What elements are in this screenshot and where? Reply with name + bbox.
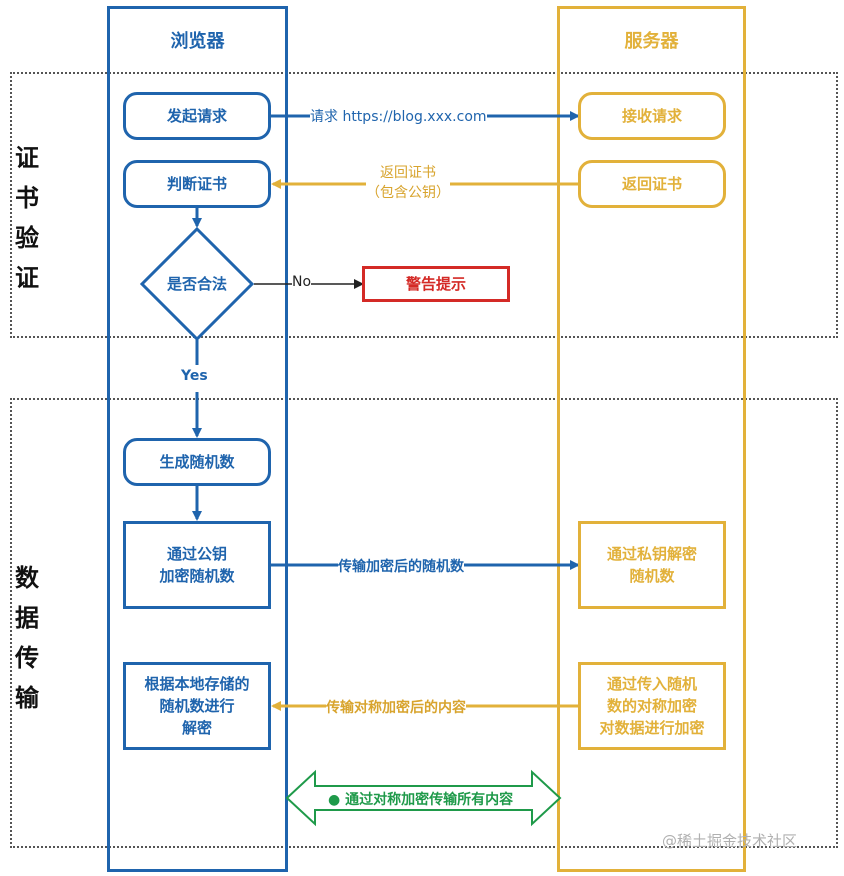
symmetric-encrypt-text: 通过传入随机 bbox=[606, 675, 697, 693]
cert-label-char: 验 bbox=[15, 224, 39, 252]
privkey-decrypt-node: 通过私钥解密 随机数 bbox=[578, 521, 726, 609]
symmetric-encrypt-text: 对数据进行加密 bbox=[599, 719, 705, 737]
browser-lane-title: 浏览器 bbox=[170, 31, 225, 52]
watermark: @稀土掘金技术社区 bbox=[662, 832, 798, 850]
yes-label: Yes bbox=[181, 368, 208, 384]
symmetric-encrypt-text: 数的对称加密 bbox=[606, 697, 697, 715]
decrypt-text: 随机数进行 bbox=[159, 697, 235, 715]
cert-label-char: 证 bbox=[15, 144, 39, 172]
no-label: No bbox=[292, 274, 312, 290]
browser-lane: 浏览器 bbox=[107, 6, 288, 872]
receive-request-node: 接收请求 bbox=[578, 92, 726, 140]
encrypt-random-text: 加密随机数 bbox=[159, 567, 235, 585]
alert-node: 警告提示 bbox=[362, 266, 510, 302]
cert-label-char: 证 bbox=[15, 264, 39, 292]
decrypt-text: 解密 bbox=[181, 719, 212, 737]
server-lane-title: 服务器 bbox=[624, 31, 679, 52]
send-request-node: 发起请求 bbox=[123, 92, 271, 140]
request-label: 请求 https://blog.xxx.com bbox=[310, 106, 487, 126]
data-label-char: 据 bbox=[15, 604, 39, 632]
return-cert-label: 返回证书 （包含公钥） bbox=[366, 163, 450, 203]
symmetric-encrypt-node: 通过传入随机 数的对称加密 对数据进行加密 bbox=[578, 662, 726, 750]
data-label-char: 传 bbox=[15, 644, 39, 672]
symmetric-double-arrow bbox=[285, 769, 562, 827]
return-cert-node: 返回证书 bbox=[578, 160, 726, 208]
return-cert-label-line: 返回证书 bbox=[380, 165, 436, 181]
cert-label-char: 书 bbox=[15, 184, 39, 212]
data-section-label: 数 据 传 输 bbox=[10, 558, 44, 718]
send-content-label: 传输对称加密后的内容 bbox=[326, 697, 466, 717]
cert-verification-section bbox=[10, 72, 838, 338]
decrypt-node: 根据本地存储的 随机数进行 解密 bbox=[123, 662, 271, 750]
symmetric-all-label: ● 通过对称加密传输所有内容 bbox=[328, 792, 514, 808]
data-transfer-section bbox=[10, 398, 838, 848]
gen-random-node: 生成随机数 bbox=[123, 438, 271, 486]
data-label-char: 输 bbox=[15, 684, 39, 712]
server-lane: 服务器 bbox=[557, 6, 746, 872]
decrypt-text: 根据本地存储的 bbox=[144, 675, 250, 693]
cert-section-label: 证 书 验 证 bbox=[10, 138, 44, 298]
encrypt-random-text: 通过公钥 bbox=[166, 545, 227, 563]
privkey-decrypt-text: 随机数 bbox=[629, 567, 675, 585]
is-legal-diamond bbox=[139, 226, 255, 342]
judge-cert-node: 判断证书 bbox=[123, 160, 271, 208]
data-label-char: 数 bbox=[15, 564, 39, 592]
privkey-decrypt-text: 通过私钥解密 bbox=[606, 545, 697, 563]
encrypt-random-node: 通过公钥 加密随机数 bbox=[123, 521, 271, 609]
send-random-label: 传输加密后的随机数 bbox=[338, 556, 464, 576]
is-legal-label: 是否合法 bbox=[166, 275, 227, 293]
return-cert-label-line: （包含公钥） bbox=[366, 185, 450, 201]
